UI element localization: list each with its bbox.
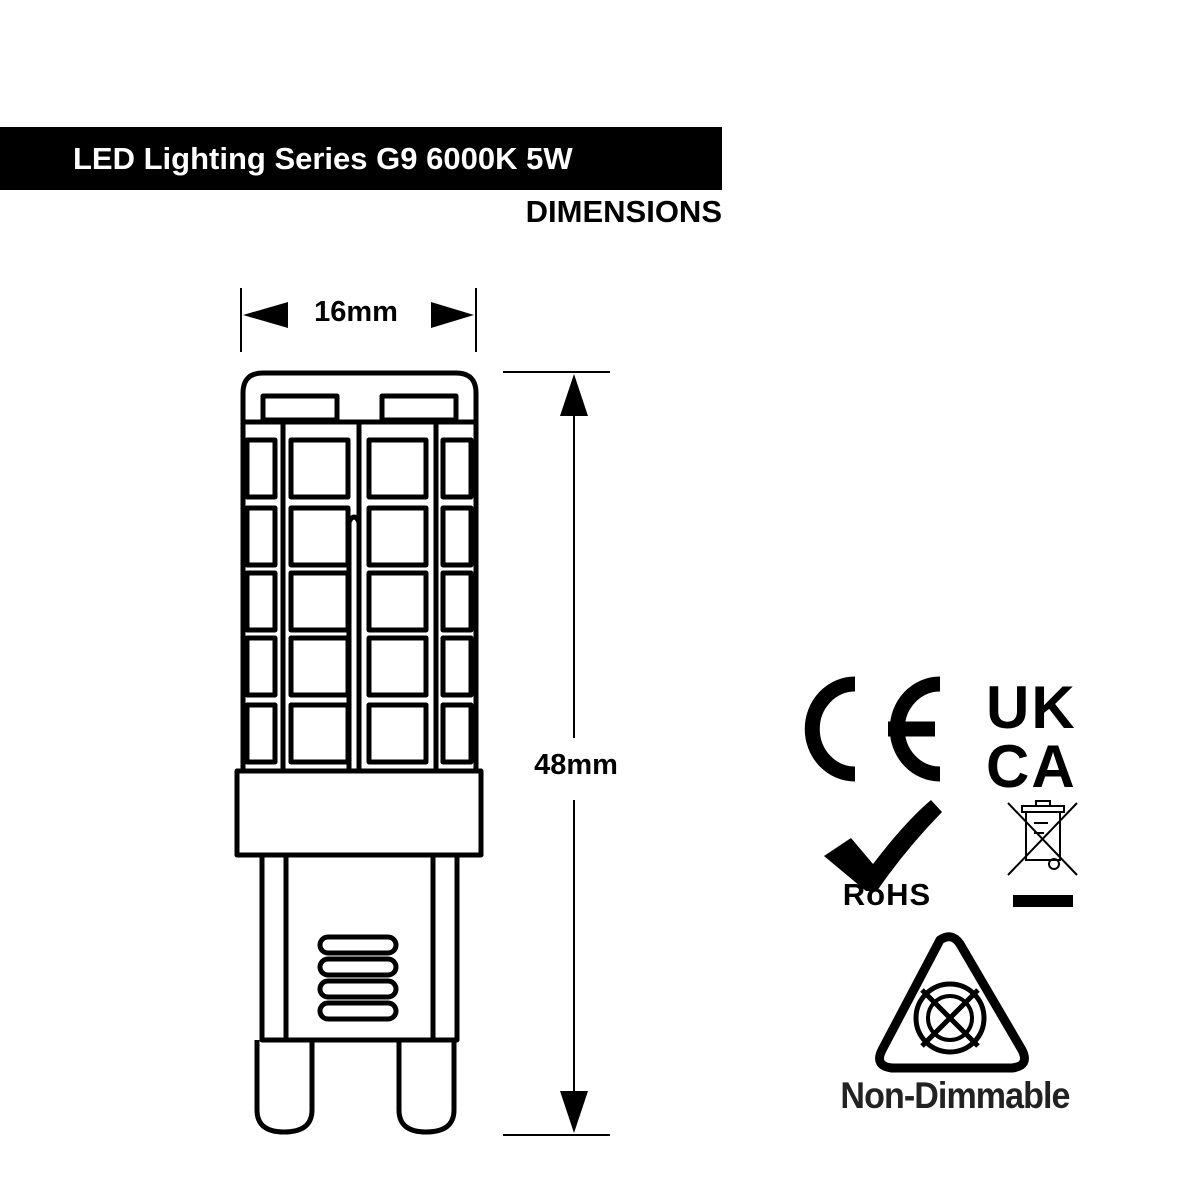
ce-mark-icon [804,676,941,782]
height-arrow-bottom [560,1091,588,1133]
weee-bar [1013,895,1073,907]
ukca-mark-line1: UK [986,674,1077,741]
height-arrow-top [560,374,588,416]
non-dimmable-label: Non-Dimmable [840,1075,1070,1116]
bulb-top-tab-left [260,393,340,423]
bulb-grip-ridges [317,934,399,1022]
page-subtitle: DIMENSIONS [525,194,722,229]
width-arrow-left [243,302,288,328]
bulb-top-tab-right [379,393,459,423]
width-arrow-right [431,302,474,328]
height-dimension-label: 48mm [516,749,636,782]
width-dimension-label: 16mm [314,296,398,328]
page-title: LED Lighting Series G9 6000K 5W [73,141,573,176]
weee-bin-icon [1007,800,1078,876]
title-bar [0,127,722,190]
bulb-base-collar [234,768,484,858]
rohs-label: RoHS [842,877,932,912]
bulb-pin-right [396,1040,457,1135]
non-dimmable-icon [875,932,1029,1073]
rohs-check-icon [824,800,942,891]
ukca-mark-line2: CA [986,733,1077,800]
bulb-center-filament [346,514,362,771]
led-grid [244,437,474,765]
bulb-body-outline [240,370,479,771]
bulb-stem [259,855,460,1043]
bulb-pin-left [254,1040,315,1135]
dimension-arrows [243,302,588,1133]
